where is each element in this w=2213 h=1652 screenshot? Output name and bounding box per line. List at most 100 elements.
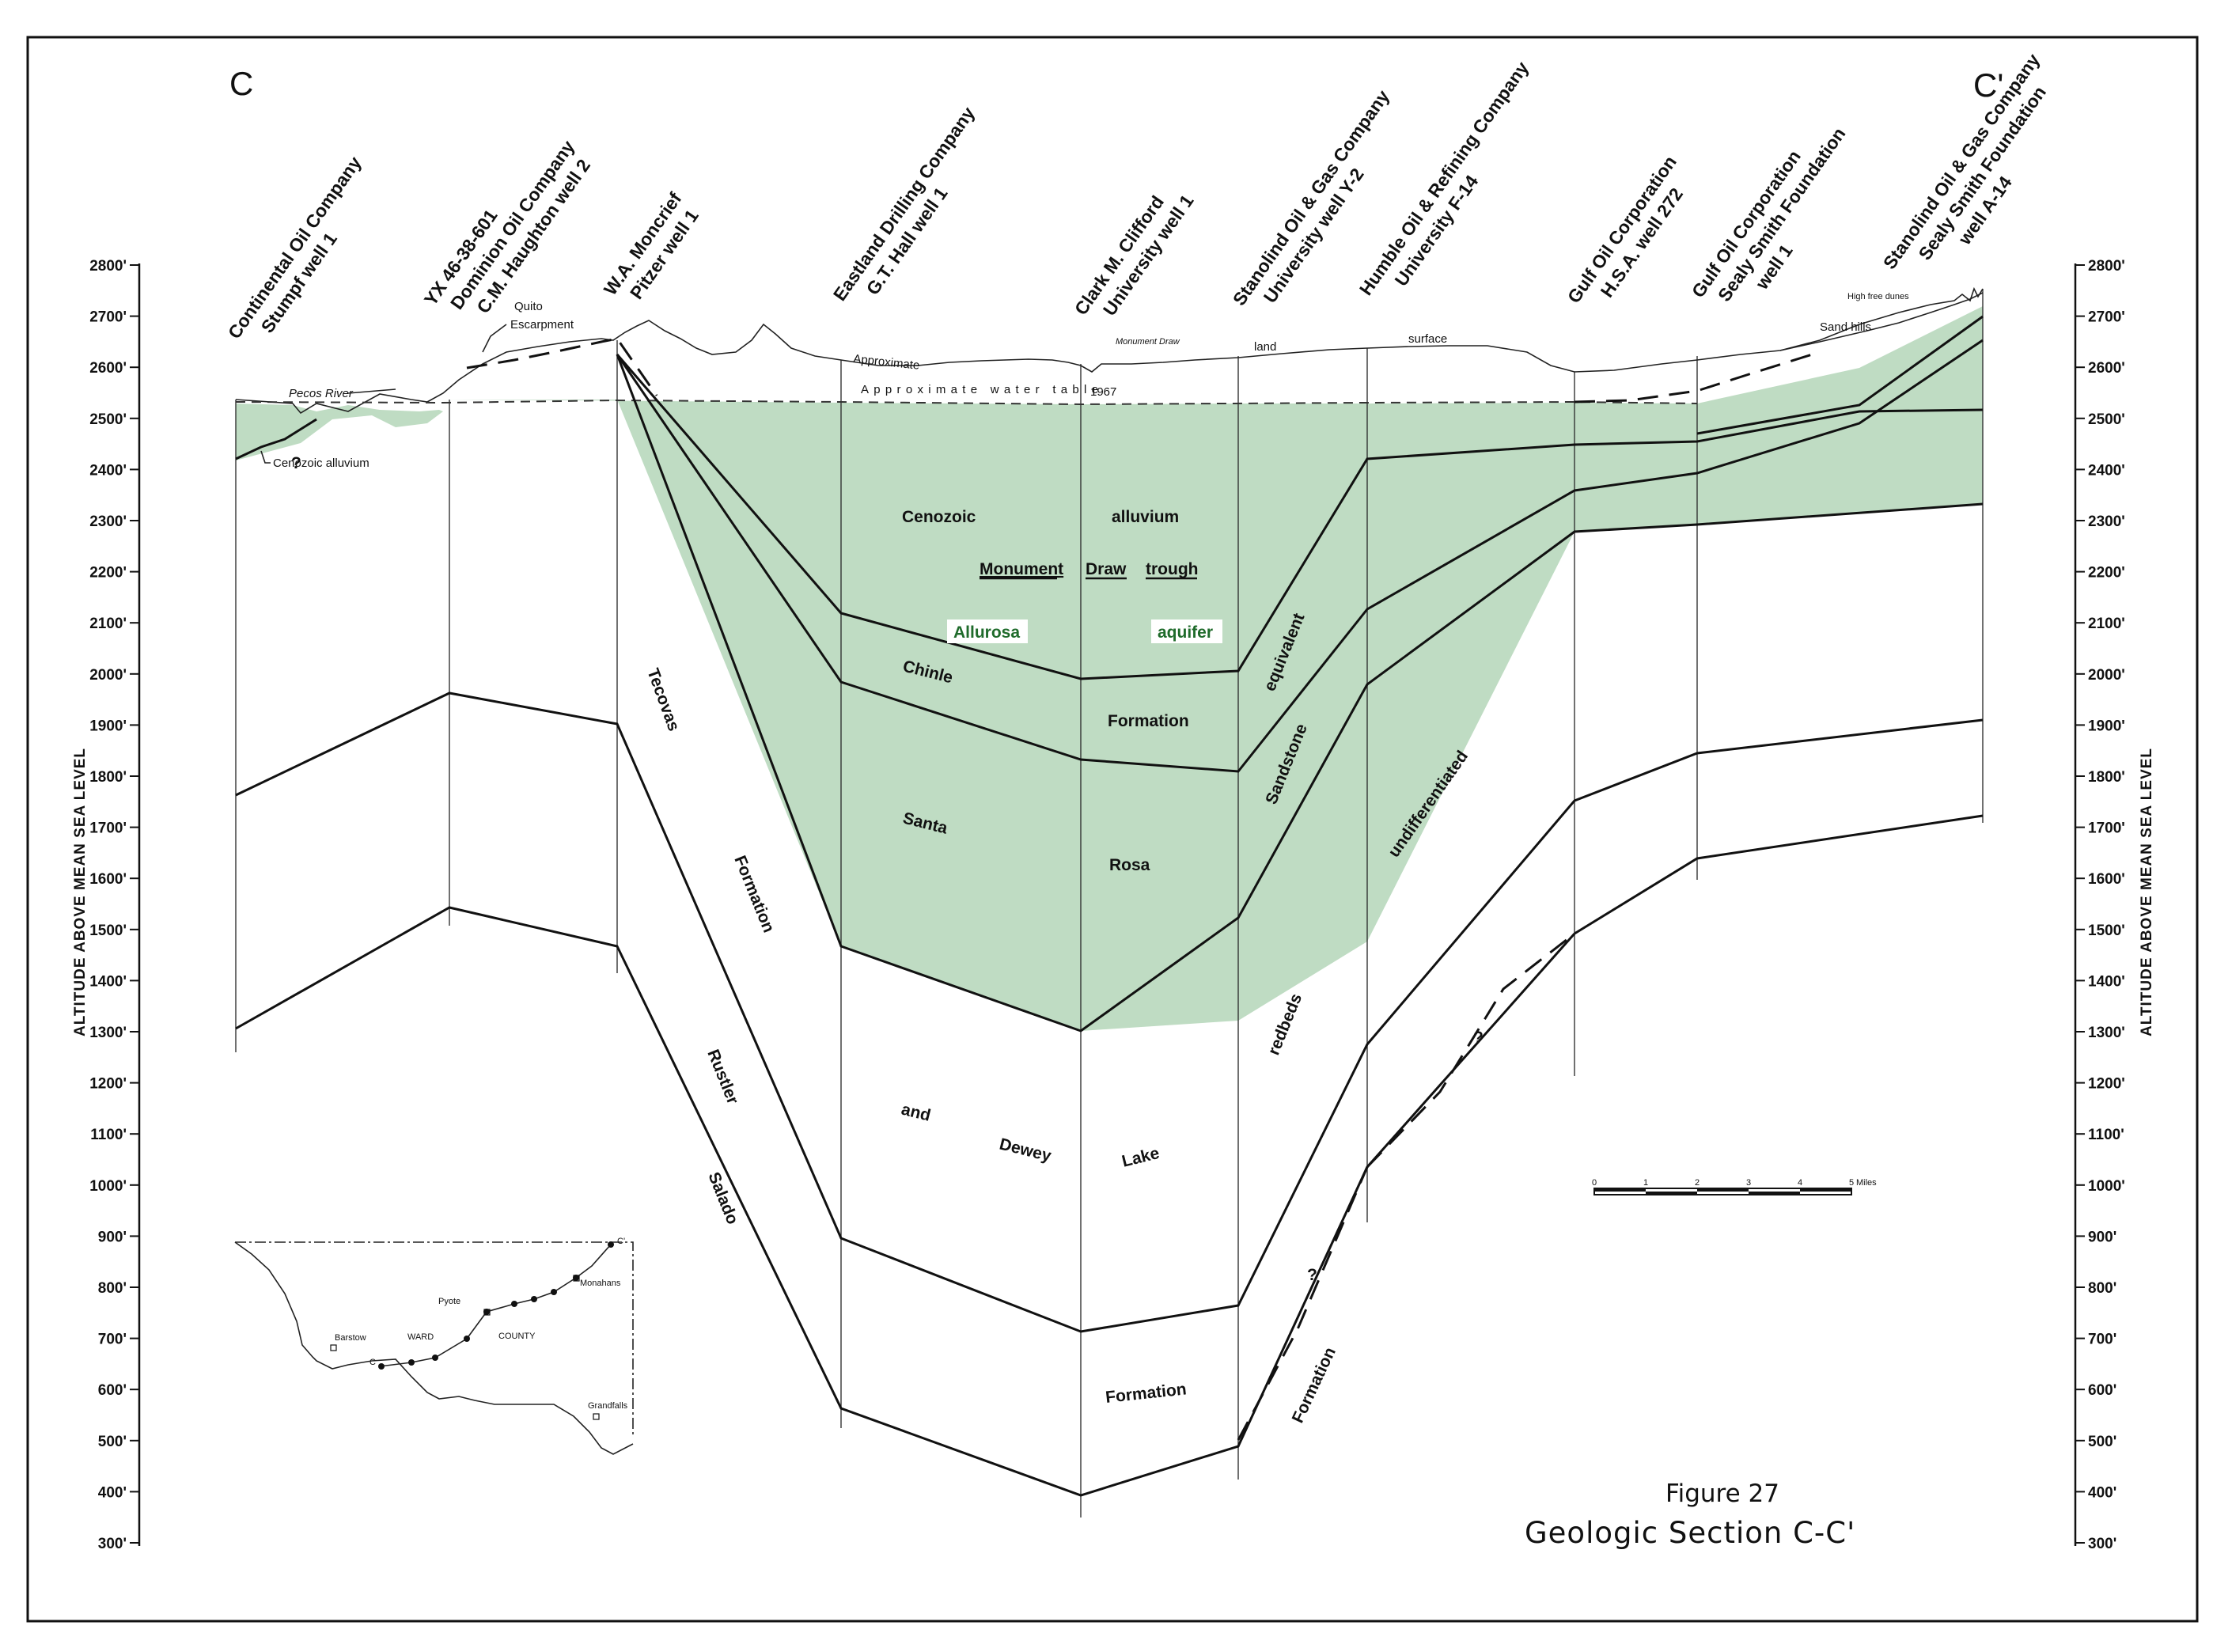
axis-tick-label: 2500' — [2088, 411, 2125, 428]
well-label: Stanolind Oil & Gas Company University w… — [1229, 86, 1393, 309]
axis-tick-label: 600' — [98, 1382, 127, 1399]
well-label: Continental Oil Company Stumpf well 1 — [224, 153, 366, 343]
axis-tick-label: 2100' — [2088, 616, 2125, 632]
pyote-label: Pyote — [438, 1297, 460, 1306]
alluvium-label: alluvium — [1112, 508, 1179, 526]
well-name-line: Continental Oil Company — [224, 153, 366, 343]
monument-label: Monument — [980, 560, 1063, 578]
axis-tick-label: 1800' — [89, 769, 127, 786]
alluvium-base — [235, 418, 317, 460]
dewey-label: Dewey — [998, 1135, 1053, 1165]
axis-tick-label: 700' — [98, 1332, 127, 1348]
land-surface — [235, 292, 1984, 415]
well-name-line: Sealy Smith Foundation — [1914, 82, 2050, 264]
axis-tick-label: 1200' — [2088, 1076, 2125, 1093]
axis-tick-label: 700' — [2088, 1332, 2116, 1348]
cenozoic-alluvium-small-label: Cenozoic alluvium — [273, 457, 369, 470]
formation-chinle-label: Formation — [1108, 712, 1189, 730]
axis-tick-label: 1000' — [89, 1178, 127, 1195]
inset-well-dots — [378, 1241, 614, 1370]
axis-tick-label: 2400' — [89, 462, 127, 479]
axis-tick-label: 1900' — [89, 718, 127, 734]
axis-tick-label: 2000' — [2088, 667, 2125, 684]
axis-tick-label: 1600' — [2088, 871, 2125, 888]
well-labels: Continental Oil Company Stumpf well 1 YX… — [224, 50, 2050, 343]
ward-label: WARD — [407, 1332, 434, 1342]
scale-tick-label: 1 — [1643, 1178, 1648, 1188]
quito-label: Quito — [514, 300, 543, 313]
axis-tick-label: 1600' — [89, 871, 127, 888]
inferred-contact-left — [1237, 1166, 1369, 1441]
barstow-marker — [330, 1344, 337, 1351]
formation-tecovas-label: Formation — [730, 853, 778, 935]
axis-tick-label: 1200' — [89, 1076, 127, 1093]
section-start-label: C — [229, 65, 253, 102]
well-label: YX 46-38-601 Dominion Oil Company C.M. H… — [420, 136, 594, 316]
axis-tick-label: 2600' — [2088, 360, 2125, 377]
approximate-label: Approximate — [853, 352, 921, 373]
well-name-line: Dominion Oil Company — [446, 136, 578, 313]
tecovas-label: Tecovas — [643, 666, 683, 733]
axis-tick-label: 1400' — [2088, 973, 2125, 990]
axis-tick-label: 900' — [2088, 1229, 2116, 1245]
land-label: land — [1254, 340, 1276, 354]
well-label: W.A. Moncrief Pitzer well 1 — [600, 188, 703, 303]
right-axis-title: ALTITUDE ABOVE MEAN SEA LEVEL — [2139, 748, 2155, 1036]
q3-label: ? — [1473, 1029, 1484, 1047]
formation-dewey-label: Formation — [1105, 1380, 1188, 1407]
grandfalls-label: Grandfalls — [588, 1401, 628, 1411]
left-axis-ticks: 2800'2700'2600'2500'2400'2300'2200'2100'… — [89, 258, 139, 1552]
inset-map: Barstow Pyote Monahans WARD COUNTY Grand… — [234, 1237, 634, 1455]
draw-label: Draw — [1086, 560, 1127, 578]
axis-tick-label: 500' — [98, 1434, 127, 1450]
rosa-label: Rosa — [1109, 856, 1150, 874]
axis-tick-label: 2300' — [89, 513, 127, 530]
figure-title: Geologic Section C-C' — [1525, 1516, 1855, 1550]
escarpment-label: Escarpment — [510, 318, 574, 332]
pecos-leader — [347, 388, 396, 394]
scale-tick-label: 4 — [1798, 1178, 1802, 1188]
inset-c-label: C — [369, 1358, 376, 1367]
axis-tick-label: 1100' — [90, 1127, 127, 1143]
axis-tick-label: 800' — [2088, 1280, 2116, 1297]
axis-tick-label: 1500' — [89, 923, 127, 939]
scale-tick-label: 3 — [1746, 1178, 1751, 1188]
scale-tick-label: 2 — [1695, 1178, 1700, 1188]
pecos-river-label: Pecos River — [289, 387, 354, 400]
well-label: Gulf Oil Corporation H.S.A. well 272 — [1563, 152, 1687, 307]
contacts — [235, 315, 1984, 1497]
scale-tick-label: 5 — [1849, 1178, 1854, 1188]
axis-tick-label: 500' — [2088, 1434, 2116, 1450]
aquifer-label: aquifer — [1158, 623, 1213, 642]
formation-lower-label: Formation — [1289, 1344, 1340, 1426]
scale-tick-labels: 0 1 2 3 4 5 — [1592, 1178, 1854, 1188]
axis-tick-label: 1800' — [2088, 769, 2125, 786]
scale-unit: Miles — [1856, 1178, 1877, 1188]
axis-tick-label: 2200' — [2088, 565, 2125, 582]
scale-tick-label: 0 — [1592, 1178, 1597, 1188]
water-table-label: Approximate water table — [861, 383, 1098, 396]
well-label: Gulf Oil Corporation Sealy Smith Foundat… — [1688, 123, 1850, 305]
escarpment-contact — [466, 337, 658, 396]
axis-tick-label: 2200' — [89, 565, 127, 582]
right-axis-ticks: 2800'2700'2600'2500'2400'2300'2200'2100'… — [2075, 258, 2125, 1552]
axis-tick-label: 900' — [98, 1229, 127, 1245]
axis-tick-label: 1700' — [2088, 820, 2125, 837]
axis-tick-label: 2400' — [2088, 462, 2125, 479]
county-boundary-river — [234, 1241, 634, 1455]
sand-hills-label: Sand hills — [1820, 320, 1871, 334]
allurosa-box — [947, 620, 1028, 643]
axis-tick-label: 1500' — [2088, 923, 2125, 939]
axis-tick-label: 400' — [98, 1484, 127, 1501]
monahans-marker — [573, 1275, 580, 1282]
surface-label: surface — [1408, 332, 1447, 346]
axis-tick-label: 400' — [2088, 1484, 2116, 1501]
axis-tick-label: 1700' — [89, 820, 127, 837]
right-altitude-axis: 2800'2700'2600'2500'2400'2300'2200'2100'… — [2074, 258, 2155, 1552]
salado-label: Salado — [704, 1169, 741, 1226]
q1-label: ? — [291, 454, 301, 472]
axis-tick-label: 2800' — [2088, 258, 2125, 275]
well-label: Eastland Drilling Company G.T. Hall well… — [829, 103, 979, 305]
well-label: Clark M. Clifford University well 1 — [1071, 191, 1198, 320]
rustler-label: Rustler — [703, 1047, 741, 1107]
